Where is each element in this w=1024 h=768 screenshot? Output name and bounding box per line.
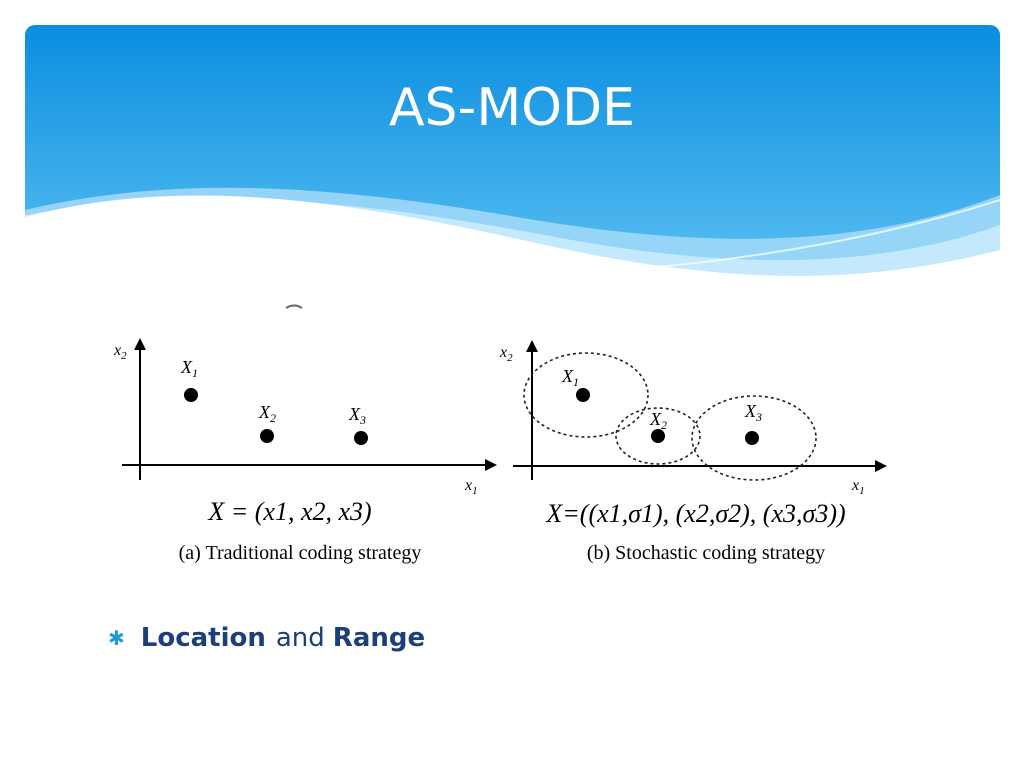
panel-a-y-label: x2 xyxy=(113,342,127,362)
panel-a-point-3 xyxy=(354,431,368,445)
coding-strategy-figure: x2 x1 X1 X2 X3 X = (x1, x2, x3) (a) Trad… xyxy=(113,304,887,564)
panel-a-point-1 xyxy=(184,388,198,402)
panel-b-point-2-label: X2 xyxy=(649,409,667,432)
panel-b-range-ellipse-1 xyxy=(523,352,649,438)
panel-a-x-arrow xyxy=(485,459,497,471)
panel-b-formula: X=((x1,σ1), (x2,σ2), (x3,σ3)) xyxy=(545,499,845,528)
bullet-range-text: Range xyxy=(332,623,426,653)
panel-b-x-label: x1 xyxy=(851,477,865,497)
panel-b-range-ellipse-2 xyxy=(615,407,701,465)
panel-a-point-3-label: X3 xyxy=(348,404,366,427)
panel-a-point-2-label: X2 xyxy=(258,402,276,425)
panel-b-point-3-label: X3 xyxy=(744,401,762,424)
panel-a-point-2 xyxy=(260,429,274,443)
panel-a-x-label: x1 xyxy=(464,477,478,497)
panel-b-x-arrow xyxy=(875,460,887,472)
panel-b-point-1 xyxy=(576,388,590,402)
panel-b-point-3 xyxy=(745,431,759,445)
panel-b-y-label: x2 xyxy=(499,344,513,364)
bullet-and-text: and xyxy=(275,623,325,653)
panel-a-y-arrow xyxy=(134,338,146,350)
panel-a: x2 x1 X1 X2 X3 X = (x1, x2, x3) (a) Trad… xyxy=(113,338,497,564)
panel-b-y-arrow xyxy=(526,340,538,352)
panel-b-point-1-label: X1 xyxy=(561,366,579,389)
header-wave-background xyxy=(25,25,1000,285)
panel-b-range-ellipse-3 xyxy=(691,395,817,481)
panel-b-point-2 xyxy=(651,429,665,443)
panel-b-caption: (b) Stochastic coding strategy xyxy=(587,542,825,564)
panel-b: x2 x1 X1 X2 X3 X=((x1,σ1), (x2,σ2), (x3,… xyxy=(499,340,887,564)
bullet-location-text: Location xyxy=(140,623,266,653)
panel-a-formula: X = (x1, x2, x3) xyxy=(207,497,371,526)
figure-artifact xyxy=(285,304,303,309)
panel-a-caption: (a) Traditional coding strategy xyxy=(179,542,422,564)
bullet-item: ✱ Location and Range xyxy=(108,620,425,656)
slide-title: AS-MODE xyxy=(388,78,636,138)
asterisk-bullet-icon: ✱ xyxy=(108,626,125,650)
slide-header xyxy=(25,25,1000,285)
panel-a-point-1-label: X1 xyxy=(180,357,198,380)
